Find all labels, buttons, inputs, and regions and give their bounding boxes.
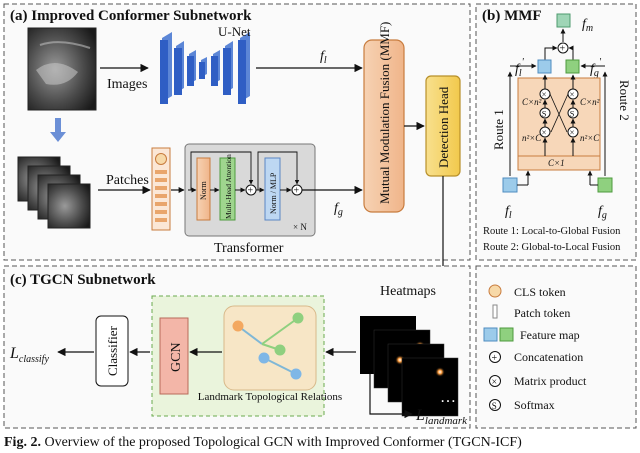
legend-frame bbox=[475, 265, 637, 429]
concat-icon bbox=[557, 42, 569, 54]
unet-block bbox=[160, 32, 250, 104]
transformer-label: Transformer bbox=[214, 241, 284, 256]
mha-block bbox=[219, 157, 236, 221]
svg-text:+: + bbox=[294, 186, 300, 197]
svg-text:S: S bbox=[570, 109, 575, 119]
fl-prime-map-icon bbox=[537, 59, 552, 74]
node-orange bbox=[232, 320, 244, 332]
images-label: Images bbox=[107, 77, 147, 92]
gcn-label: GCN bbox=[169, 342, 184, 372]
norm-mlp-label: Norm / MLP bbox=[269, 172, 278, 214]
node-blue-2 bbox=[290, 368, 302, 380]
legend-feature: Feature map bbox=[520, 328, 580, 342]
cn2-left-label: C×n² bbox=[522, 97, 542, 107]
fl-input-label: fl bbox=[505, 204, 512, 221]
route1-desc: Route 1: Local-to-Global Fusion bbox=[483, 226, 621, 237]
n2c-right-label: n²×C bbox=[580, 133, 600, 143]
svg-text:+: + bbox=[248, 186, 254, 197]
norm-mlp-block bbox=[264, 157, 281, 221]
fl-prime-label: fl' bbox=[515, 57, 525, 79]
node-blue-1 bbox=[258, 352, 270, 364]
node-green-1 bbox=[292, 312, 304, 324]
legend: CLS token Patch token Feature map + Conc… bbox=[475, 265, 637, 429]
mha-label: Multi-Head Attention bbox=[224, 154, 233, 219]
l-landmark-label: Llandmark bbox=[415, 407, 468, 427]
legend-concat: Concatenation bbox=[514, 350, 583, 364]
cls-token-legend-icon bbox=[488, 284, 502, 298]
unet-label: U-Net bbox=[218, 24, 251, 39]
gcn-box bbox=[159, 317, 189, 395]
svg-text:×: × bbox=[492, 377, 498, 388]
landmark-loss-arrow bbox=[369, 374, 413, 419]
matrix-legend-icon bbox=[489, 375, 501, 387]
cn2-right-label: C×n² bbox=[580, 97, 600, 107]
heatmaps-label: Heatmaps bbox=[380, 284, 436, 299]
patch-down-arrow bbox=[50, 118, 66, 142]
norm-block bbox=[196, 157, 211, 221]
svg-text:+: + bbox=[560, 44, 566, 55]
panel-b-title: (b) MMF bbox=[482, 8, 542, 24]
heatmaps-stack: … bbox=[360, 316, 459, 417]
n2c-left-label: n²×C bbox=[522, 133, 542, 143]
svg-text:×: × bbox=[542, 90, 547, 100]
relations-box bbox=[223, 305, 317, 391]
fg-input-map-icon bbox=[597, 177, 613, 193]
panel-c-title: (c) TGCN Subnetwork bbox=[10, 272, 156, 288]
legend-cls: CLS token bbox=[514, 285, 566, 299]
repeat-label: × N bbox=[293, 222, 307, 232]
patches-stack bbox=[17, 156, 91, 229]
cls-token-icon bbox=[155, 153, 167, 165]
svg-text:+: + bbox=[492, 353, 498, 364]
fg-prime-map-icon bbox=[565, 59, 580, 74]
feature-map-legend-icon-blue bbox=[483, 327, 498, 342]
legend-matrix: Matrix product bbox=[514, 374, 587, 388]
patch-token-legend-icon bbox=[492, 304, 498, 319]
svg-text:S: S bbox=[542, 109, 547, 119]
legend-softmax: Softmax bbox=[514, 398, 555, 412]
fl-label: fl bbox=[320, 49, 327, 66]
legend-patch: Patch token bbox=[514, 306, 570, 320]
patches-label: Patches bbox=[106, 173, 149, 188]
panel-b: (b) MMF fm + fl' fg' C×n² C×n² n²×C n²×C… bbox=[475, 3, 637, 261]
panel-a-title: (a) Improved Conformer Subnetwork bbox=[10, 8, 252, 24]
svg-text:×: × bbox=[542, 128, 547, 138]
caption-label: Fig. 2. bbox=[4, 435, 41, 450]
softmax-legend-icon bbox=[489, 399, 501, 411]
svg-text:×: × bbox=[570, 128, 575, 138]
fm-label: fm bbox=[582, 17, 593, 34]
svg-text:…: … bbox=[440, 389, 456, 406]
panel-a: (a) Improved Conformer Subnetwork Images… bbox=[3, 3, 471, 261]
classifier-label: Classifier bbox=[105, 326, 120, 376]
relations-label: Landmark Topological Relations bbox=[198, 391, 342, 403]
c1-label: C×1 bbox=[548, 158, 565, 168]
fg-prime-label: fg' bbox=[590, 57, 602, 79]
detection-head-label: Detection Head bbox=[436, 86, 451, 168]
svg-text:×: × bbox=[570, 90, 575, 100]
concat-legend-icon bbox=[489, 351, 501, 363]
feature-map-legend-icon-green bbox=[499, 327, 514, 342]
panel-c: (c) TGCN Subnetwork Heatmaps … Llandmark… bbox=[3, 265, 471, 429]
mmf-box-label: Mutual Modulation Fusion (MMF) bbox=[377, 22, 392, 204]
route1-label: Route 1 bbox=[491, 109, 506, 150]
caption-text: Overview of the proposed Topological GCN… bbox=[44, 435, 522, 450]
fl-input-map-icon bbox=[502, 177, 518, 193]
fm-feature-map-icon bbox=[556, 13, 571, 28]
route2-label: Route 2 bbox=[617, 80, 632, 121]
svg-text:S: S bbox=[492, 401, 497, 411]
fg-input-label: fg bbox=[598, 204, 607, 221]
figure-caption: Fig. 2. Overview of the proposed Topolog… bbox=[4, 432, 640, 453]
l-classify-label: Lclassify bbox=[9, 345, 49, 365]
node-green-2 bbox=[274, 344, 286, 356]
norm-label: Norm bbox=[199, 181, 208, 200]
token-column bbox=[151, 147, 171, 231]
fg-label: fg bbox=[334, 201, 343, 218]
mmf-core-block bbox=[517, 77, 601, 171]
classifier-box bbox=[95, 315, 129, 387]
route2-desc: Route 2: Global-to-Local Fusion bbox=[483, 242, 621, 253]
